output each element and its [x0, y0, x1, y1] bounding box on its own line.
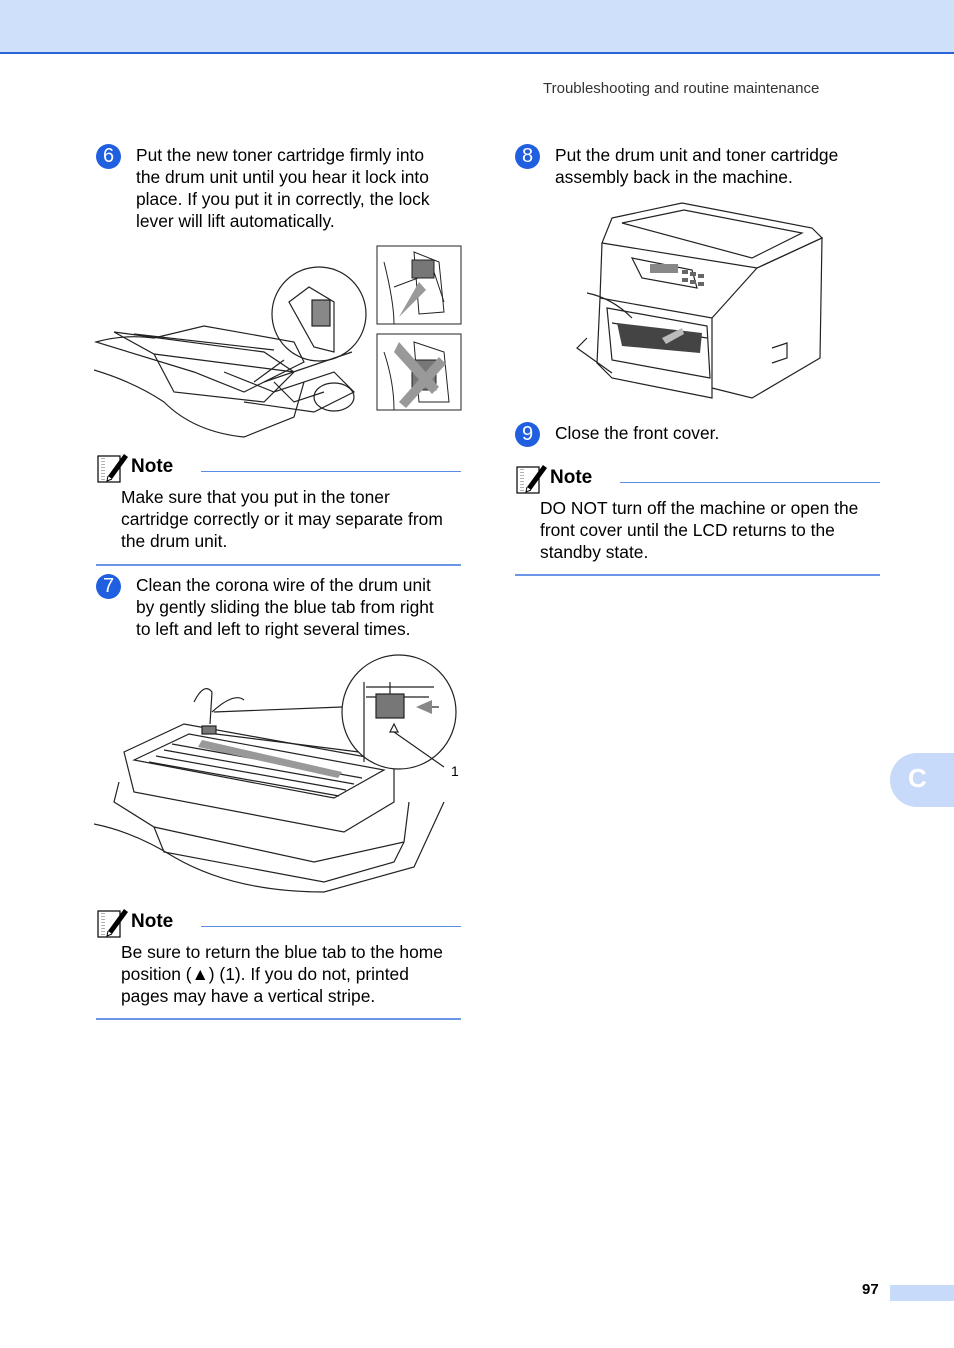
- step-number: 9: [515, 422, 540, 447]
- note-bottom-rule: [515, 574, 880, 576]
- note-bottom-rule: [96, 1018, 461, 1020]
- note-2: Note Be sure to return the blue tab to t…: [96, 905, 461, 1020]
- note-pencil-icon: [97, 454, 128, 483]
- page-number-bar: [890, 1285, 954, 1301]
- toner-into-drum-figure: [94, 245, 462, 438]
- note-rule: [620, 482, 880, 483]
- chapter-tab[interactable]: C: [890, 753, 954, 807]
- step-number: 6: [96, 144, 121, 169]
- note-rule: [201, 926, 461, 927]
- printer-figure: [576, 202, 824, 399]
- note-title: Note: [131, 911, 174, 932]
- note-pencil-icon: [97, 909, 128, 938]
- chapter-tab-label: C: [908, 763, 927, 793]
- running-head: Troubleshooting and routine maintenance: [543, 80, 820, 97]
- note-rule: [201, 471, 461, 472]
- page-number: 97: [862, 1281, 879, 1298]
- note-bottom-rule: [96, 564, 461, 566]
- step-number: 8: [515, 144, 540, 169]
- note-3: Note DO NOT turn off the machine or open…: [515, 461, 880, 576]
- step-number: 7: [96, 574, 121, 599]
- corona-wire-figure: 1: [94, 654, 459, 893]
- corona-callout-label: 1: [451, 763, 459, 779]
- header-band: [0, 0, 954, 54]
- note-title: Note: [131, 456, 174, 477]
- note-title: Note: [550, 467, 593, 488]
- note-1: Note Make sure that you put in the toner…: [96, 450, 461, 566]
- note-pencil-icon: [516, 465, 547, 494]
- step-text: Close the front cover.: [555, 423, 720, 443]
- note-body: Be sure to return the blue tab to the ho…: [121, 942, 443, 1006]
